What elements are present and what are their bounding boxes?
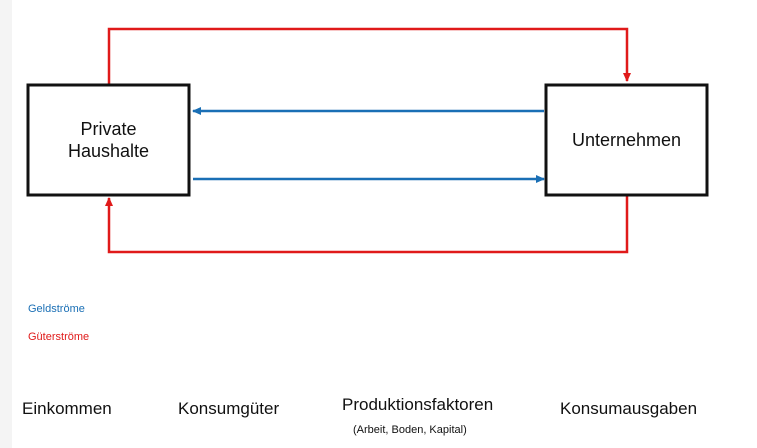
term-consumer-goods: Konsumgüter — [178, 399, 280, 418]
households-label-line1: Private — [80, 119, 137, 139]
firms-label: Unternehmen — [546, 85, 707, 195]
legend-money-flows: Geldströme — [28, 303, 85, 315]
households-box — [26, 83, 191, 197]
households-label: Private Haushalte — [28, 85, 189, 195]
firms-label-text: Unternehmen — [571, 130, 682, 150]
goods-flow-top-arrow — [107, 27, 631, 84]
term-consumer-spending: Konsumausgaben — [560, 399, 698, 418]
term-factors-of-production: Produktionsfaktoren — [342, 395, 494, 414]
legend-goods-flows: Güterströme — [28, 331, 90, 343]
left-margin-strip — [0, 0, 12, 448]
term-factors-of-production-detail: (Arbeit, Boden, Kapital) — [353, 424, 467, 436]
goods-flow-bottom-arrow — [105, 196, 629, 254]
households-label-line2: Haushalte — [67, 141, 150, 161]
term-income: Einkommen — [22, 399, 112, 418]
firms-box — [544, 83, 709, 197]
